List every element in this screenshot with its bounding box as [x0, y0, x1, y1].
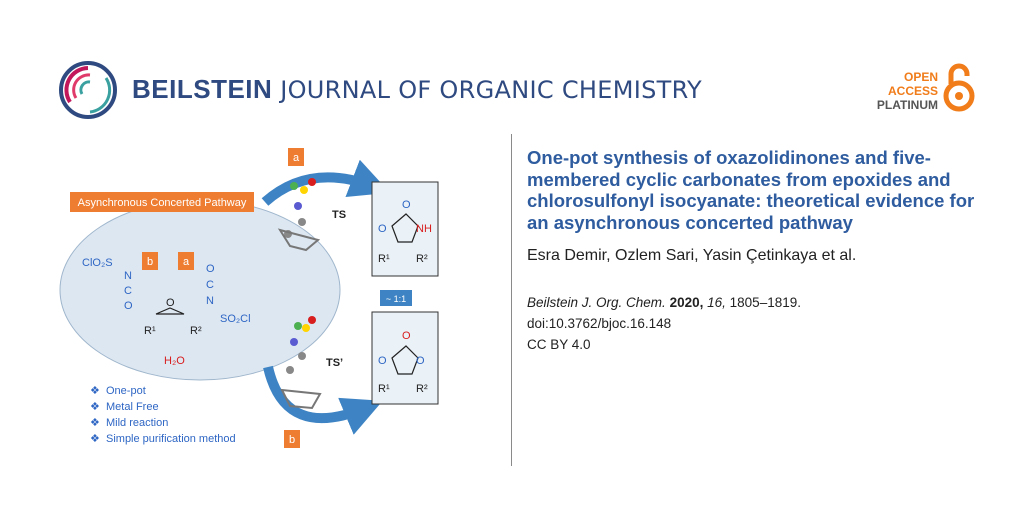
label-b-box-bottom: [284, 430, 300, 448]
water-label: H₂O: [164, 355, 185, 367]
badge-access: ACCESS: [887, 84, 938, 98]
reagent-o-right: O: [206, 263, 215, 275]
ts-molecule-top: [277, 178, 321, 252]
epoxide-r2: R²: [190, 325, 202, 337]
article-license: CC BY 4.0: [527, 337, 591, 352]
product-bottom-r2: R²: [416, 383, 428, 395]
reagent-n-right: N: [206, 295, 214, 307]
journal-header: BEILSTEIN JOURNAL OF ORGANIC CHEMISTRY O…: [56, 58, 976, 119]
ratio-box: [380, 290, 412, 306]
ts-label: TS: [332, 209, 346, 221]
open-lock-icon: [943, 63, 975, 112]
feature-item: One-pot: [106, 385, 146, 397]
reagent-right: SO₂Cl: [220, 313, 251, 325]
product-bottom-o2: O: [378, 355, 387, 367]
pathway-banner: [70, 192, 254, 212]
citation-volume: 16,: [707, 295, 726, 310]
article-doi[interactable]: doi:10.3762/bjoc.16.148: [527, 316, 672, 331]
journal-name-rest: JOURNAL OF ORGANIC CHEMISTRY: [272, 76, 702, 104]
product-bottom-o3: O: [416, 355, 425, 367]
epoxide-ring: [155, 307, 185, 315]
pathway-label: Asynchronous Concerted Pathway: [78, 197, 247, 209]
badge-platinum: PLATINUM: [876, 98, 938, 112]
product-ring-bottom: [391, 345, 419, 375]
product-top-nh: NH: [416, 223, 432, 235]
arrow-top: [261, 159, 390, 206]
label-b-box: [142, 252, 158, 270]
product-bottom-o1: O: [402, 330, 411, 342]
bullet-icon: ❖: [90, 401, 100, 413]
ratio-label: ~ 1:1: [386, 294, 406, 304]
epoxide-o: O: [166, 297, 175, 309]
reagent-o-left: O: [124, 300, 133, 312]
product-box-bottom: [371, 311, 439, 405]
reagent-c-left: C: [124, 285, 132, 297]
mechanism-ellipse: [59, 199, 341, 381]
bullet-icon: ❖: [90, 433, 100, 445]
label-b-bottom: b: [289, 434, 295, 446]
bullet-icon: ❖: [90, 385, 100, 397]
feature-list: ❖ One-pot ❖ Metal Free ❖ Mild reaction ❖…: [90, 385, 236, 445]
article-title: One-pot synthesis of oxazolidinones and …: [527, 147, 975, 233]
product-top-o2: O: [378, 223, 387, 235]
label-a-box-top: [288, 148, 304, 166]
beilstein-logo-icon: [59, 61, 117, 119]
product-top-r1: R¹: [378, 253, 390, 265]
label-a-box: [178, 252, 194, 270]
label-b: b: [147, 256, 153, 268]
product-box-top: [371, 181, 439, 277]
reagent-n-left: N: [124, 270, 132, 282]
epoxide-r1: R¹: [144, 325, 156, 337]
arrow-bottom: [263, 365, 383, 435]
citation-pages: 1805–1819.: [725, 295, 801, 310]
badge-open: OPEN: [903, 70, 938, 84]
divider: [511, 134, 512, 466]
citation-year: 2020,: [669, 295, 704, 310]
graphical-abstract: Asynchronous Concerted Pathway a b b a C…: [59, 148, 439, 448]
ts2-label: TS’: [326, 357, 343, 369]
label-a-top: a: [293, 152, 300, 164]
feature-item: Simple purification method: [106, 433, 236, 445]
reagent-left: ClO₂S: [82, 257, 113, 269]
label-a: a: [183, 256, 190, 268]
feature-item: Mild reaction: [106, 417, 168, 429]
open-access-badge: OPEN ACCESS PLATINUM: [866, 62, 976, 122]
article-citation: Beilstein J. Org. Chem. 2020, 16, 1805–1…: [527, 295, 997, 310]
article-info: One-pot synthesis of oxazolidinones and …: [527, 147, 997, 352]
article-authors: Esra Demir, Ozlem Sari, Yasin Çetinkaya …: [527, 247, 857, 264]
product-top-r2: R²: [416, 253, 428, 265]
product-top-o1: O: [402, 199, 411, 211]
feature-item: Metal Free: [106, 401, 159, 413]
bullet-icon: ❖: [90, 417, 100, 429]
journal-abbrev: Beilstein J. Org. Chem.: [527, 295, 666, 310]
product-bottom-r1: R¹: [378, 383, 390, 395]
product-ring-top: [391, 213, 419, 243]
journal-name: BEILSTEIN JOURNAL OF ORGANIC CHEMISTRY: [132, 74, 702, 105]
journal-name-bold: BEILSTEIN: [132, 74, 273, 104]
ts-molecule-bottom: [280, 316, 322, 410]
reagent-c-right: C: [206, 279, 214, 291]
